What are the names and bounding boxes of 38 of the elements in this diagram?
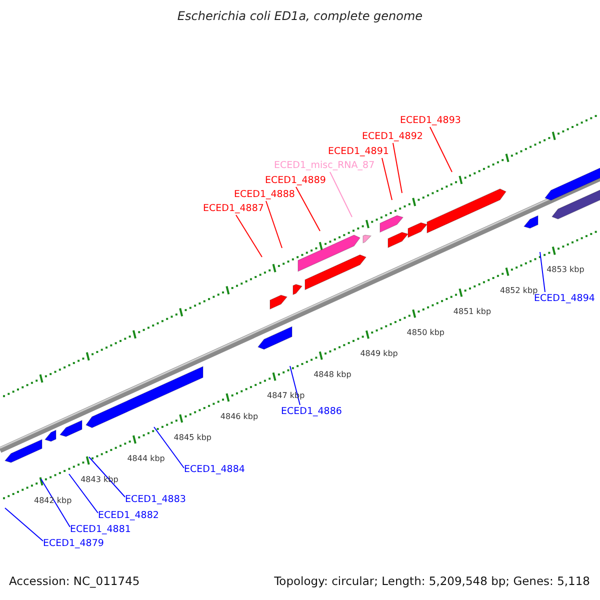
gene-label: ECED1_4892 bbox=[362, 130, 423, 143]
gene-label: ECED1_4882 bbox=[98, 509, 159, 522]
leader-line bbox=[154, 426, 184, 468]
leader-line bbox=[296, 186, 320, 232]
leader-line bbox=[430, 126, 452, 172]
scale-label: 4846 kbp bbox=[220, 411, 258, 424]
gene-label: ECED1_4888 bbox=[234, 188, 295, 201]
scale-label: 4845 kbp bbox=[174, 432, 212, 444]
gene-label: ECED1_4893 bbox=[400, 114, 461, 127]
leader-line bbox=[382, 158, 392, 200]
gene-label: ECED1_misc_RNA_87 bbox=[274, 159, 375, 172]
scale-label: 4844 kbp bbox=[127, 453, 165, 466]
scale-label: 4851 kbp bbox=[453, 306, 492, 318]
leader-line bbox=[330, 172, 352, 218]
title: Escherichia coli ED1a, complete genome bbox=[176, 10, 424, 23]
gene-label: ECED1_4883 bbox=[125, 493, 186, 506]
accession-text: Accession: NC_011745 bbox=[9, 575, 140, 588]
gene-label: ECED1_4886 bbox=[281, 405, 342, 418]
gene-label: ECED1_4889 bbox=[265, 174, 326, 187]
scale-label: 4853 kbp bbox=[546, 264, 584, 276]
leader-line bbox=[40, 478, 70, 528]
scale-label: 4850 kbp bbox=[406, 327, 444, 340]
gene-label: ECED1_4884 bbox=[184, 463, 245, 476]
leader-line bbox=[392, 142, 402, 194]
scale-label: 4848 kbp bbox=[314, 369, 352, 382]
scale-label: 4842 kbp bbox=[34, 495, 72, 508]
leader-line bbox=[540, 252, 546, 292]
gene-label: ECED1_4891 bbox=[328, 145, 389, 158]
leader-line bbox=[88, 456, 126, 498]
gene-label: ECED1_4881 bbox=[70, 523, 131, 536]
gene-label: ECED1_4887 bbox=[203, 202, 264, 215]
leader-line bbox=[68, 474, 98, 514]
leader-line bbox=[236, 214, 262, 258]
leader-line bbox=[4, 508, 44, 542]
gene-label: ECED1_4879 bbox=[43, 537, 104, 550]
genome-summary-text: Topology: circular; Length: 5,209,548 bp; Genes: 5,118 bbox=[274, 575, 590, 588]
leader-line bbox=[266, 200, 282, 248]
scale-label: 4849 kbp bbox=[360, 348, 398, 360]
